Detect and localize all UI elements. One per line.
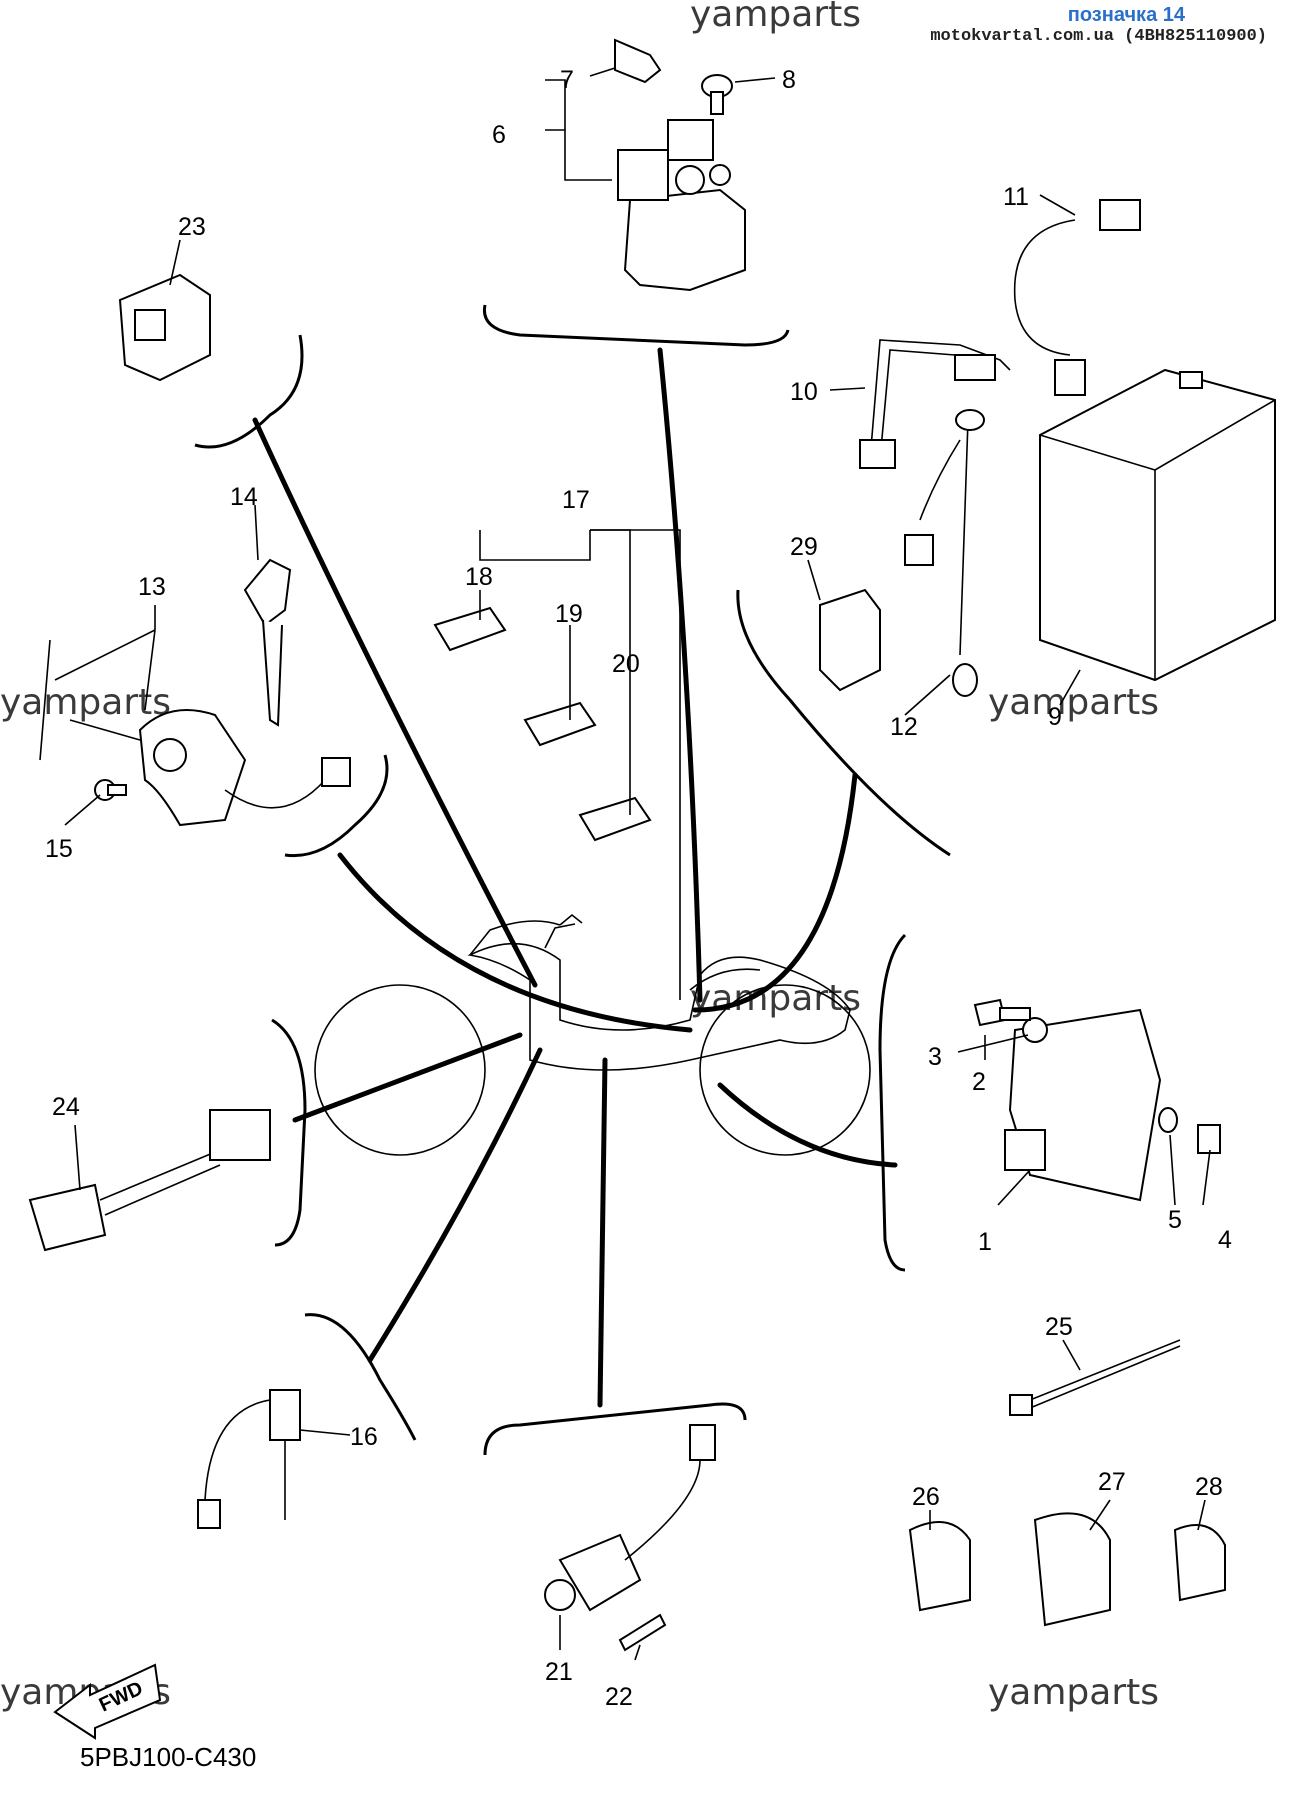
watermark: yamparts	[988, 682, 1160, 723]
callout-29: 29	[790, 533, 818, 561]
callout-numbers: 1 2 3 4 5 6 7 8 9 10 11 12 13 14 15 16 1…	[45, 66, 1232, 1711]
callout-leaders	[54, 67, 1211, 1661]
fwd-arrow-icon: FWD	[53, 1663, 162, 1740]
screw	[94, 779, 127, 801]
watermark: yamparts	[690, 0, 862, 35]
diagram-code: 5PBJ100-C430	[80, 1742, 257, 1772]
small-hardware	[973, 998, 1221, 1154]
minus-lead	[904, 409, 985, 697]
fuse-set	[433, 606, 652, 842]
key	[243, 558, 292, 727]
callout-9: 9	[1048, 703, 1062, 731]
callout-5: 5	[1168, 1206, 1182, 1234]
harness-leaders	[252, 347, 898, 1408]
callout-15: 15	[45, 835, 73, 863]
cable-band	[1009, 1339, 1181, 1416]
battery-band	[859, 339, 1011, 469]
sidestand-switch	[544, 1424, 716, 1652]
rectifier-regulator	[1004, 1008, 1162, 1202]
callout-12: 12	[890, 713, 918, 741]
callout-24: 24	[52, 1093, 80, 1121]
callout-1: 1	[978, 1228, 992, 1256]
neutral-switch	[197, 1389, 301, 1529]
callout-3: 3	[928, 1043, 942, 1071]
watermark: yamparts	[988, 1672, 1160, 1713]
fuse	[614, 38, 662, 84]
callout-20: 20	[612, 650, 640, 678]
relay-unit	[819, 588, 881, 692]
callout-14: 14	[230, 483, 258, 511]
reference-link[interactable]: позначка 14	[1067, 4, 1185, 26]
watermark: yamparts	[0, 682, 172, 723]
callout-21: 21	[545, 1658, 573, 1686]
speed-sensor	[28, 1109, 271, 1252]
main-switch	[39, 639, 351, 827]
callout-11: 11	[1003, 183, 1029, 211]
starter-relay	[617, 119, 746, 292]
callout-19: 19	[555, 600, 583, 628]
motorcycle-outline	[314, 913, 871, 1156]
callout-13: 13	[138, 573, 166, 601]
callout-10: 10	[790, 378, 818, 406]
callout-6: 6	[492, 121, 506, 149]
bracket-curves	[194, 304, 951, 1456]
callout-2: 2	[972, 1068, 986, 1096]
callout-22: 22	[605, 1683, 633, 1711]
source-caption: motokvartal.com.ua (4BH825110900)	[930, 27, 1267, 46]
callout-18: 18	[465, 563, 493, 591]
callout-27: 27	[1098, 1468, 1126, 1496]
callout-26: 26	[912, 1483, 940, 1511]
bolt	[701, 74, 733, 115]
flasher-relay	[118, 273, 211, 382]
callout-23: 23	[178, 213, 206, 241]
battery	[1039, 368, 1276, 682]
callout-4: 4	[1218, 1226, 1232, 1254]
battery-lead	[1013, 199, 1141, 396]
clamps	[908, 1512, 1226, 1627]
callout-16: 16	[350, 1423, 378, 1451]
callout-7: 7	[560, 66, 574, 94]
callout-8: 8	[782, 66, 796, 94]
callout-25: 25	[1045, 1313, 1073, 1341]
callout-17: 17	[562, 486, 590, 514]
callout-28: 28	[1195, 1473, 1223, 1501]
